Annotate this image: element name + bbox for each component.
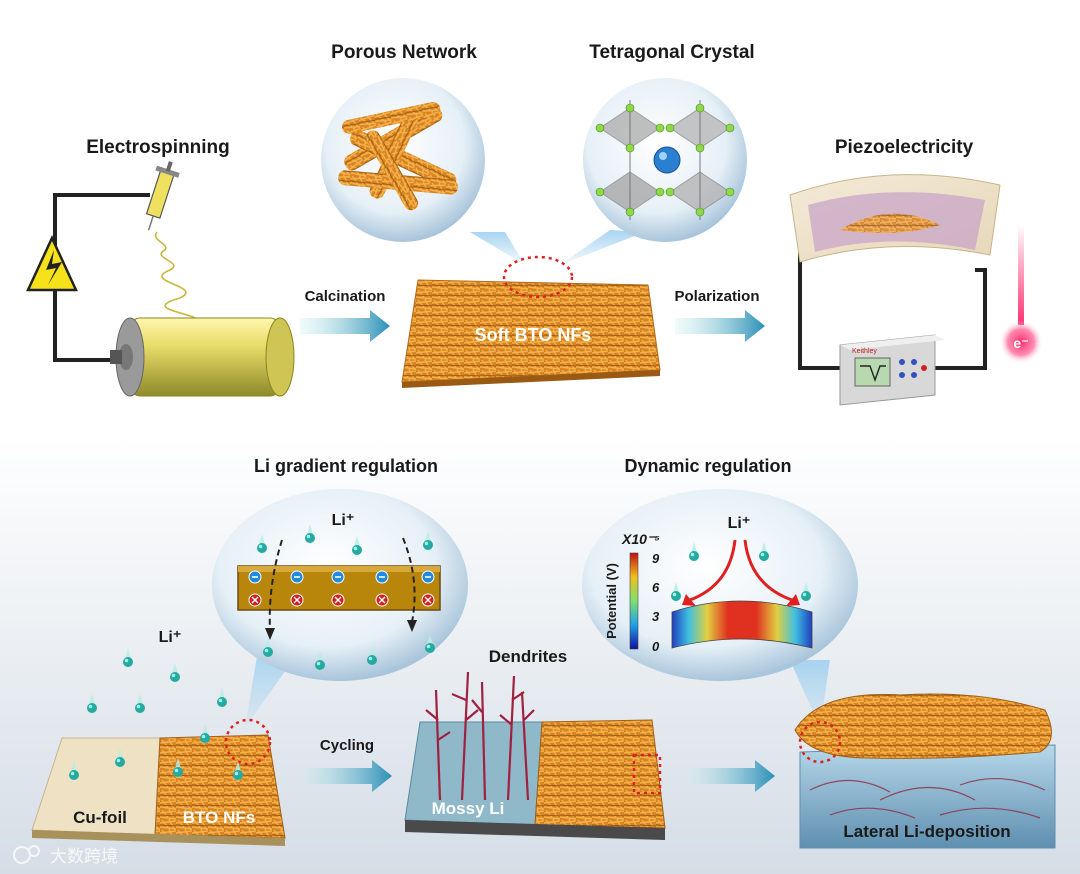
- zoom-marker: [632, 753, 662, 795]
- syringe-icon: [145, 161, 180, 231]
- colorbar-tick: 9: [652, 551, 660, 566]
- heading-piezoelectricity: Piezoelectricity: [835, 137, 974, 158]
- label-cycling: Cycling: [320, 737, 374, 754]
- label-bto-nfs: BTO NFs: [183, 808, 255, 827]
- colorbar-title: Potential (V): [604, 563, 619, 639]
- mossy-li-block: [404, 719, 666, 840]
- zoom-marker: [224, 718, 272, 766]
- bubble-dynamic-regulation: [582, 489, 858, 681]
- cu-foil-substrate: [31, 718, 286, 846]
- colorbar-exponent: X10⁻⁵: [621, 531, 660, 547]
- lateral-deposition-block: [794, 693, 1056, 849]
- meter-brand: Keithley: [852, 348, 877, 355]
- label-dendrites: Dendrites: [489, 647, 567, 666]
- heading-tetragonal-crystal: Tetragonal Crystal: [589, 42, 754, 63]
- watermark-logo-icon: [13, 845, 40, 864]
- electrospinning-setup: [26, 161, 295, 397]
- deflection-arrows: [689, 539, 793, 602]
- zoom-beam-crystal: [560, 230, 645, 265]
- electron-icon: [999, 320, 1043, 364]
- label-mossy-li: Mossy Li: [432, 799, 505, 818]
- deposition-arrow: [688, 760, 775, 792]
- label-li-substrate: Li⁺: [159, 629, 182, 646]
- label-li-bubble: Li⁺: [332, 512, 355, 529]
- zoom-marker: [798, 720, 842, 764]
- label-lateral: Lateral Li-deposition: [843, 822, 1010, 841]
- heading-dynamic-regulation: Dynamic regulation: [624, 456, 791, 476]
- bto-layer-icon: [237, 537, 441, 640]
- calcination-arrow: [300, 310, 390, 342]
- potential-colorbar: [629, 552, 639, 650]
- label-cu-foil: Cu-foil: [73, 808, 127, 827]
- colorbar-tick: 0: [652, 639, 660, 654]
- colorbar-tick: 6: [652, 580, 660, 595]
- watermark-text: 大数跨境: [50, 847, 118, 867]
- crystal-structure-icon: [595, 100, 735, 220]
- heading-electrospinning: Electrospinning: [86, 137, 230, 158]
- label-li-dynamic: Li⁺: [728, 515, 751, 532]
- porous-fibers-icon: [338, 101, 458, 211]
- electron-beam: [1018, 225, 1024, 325]
- potential-map: [671, 600, 813, 649]
- colorbar-tick: 3: [652, 609, 660, 624]
- zoom-beam-porous: [470, 232, 525, 265]
- label-soft-bto: Soft BTO NFs: [475, 325, 592, 345]
- polarization-arrow: [675, 310, 765, 342]
- heading-porous-network: Porous Network: [331, 42, 477, 63]
- dendrites-icon: [425, 671, 535, 801]
- zoom-marker: [502, 255, 574, 299]
- cycling-arrow: [302, 760, 392, 792]
- label-electron: e⁻: [1013, 335, 1028, 351]
- soft-bto-nfs-mat: [401, 255, 661, 388]
- label-calcination: Calcination: [305, 288, 386, 305]
- label-polarization: Polarization: [674, 288, 759, 305]
- heading-li-gradient: Li gradient regulation: [254, 456, 438, 476]
- piezo-device: Keithley: [789, 174, 1001, 406]
